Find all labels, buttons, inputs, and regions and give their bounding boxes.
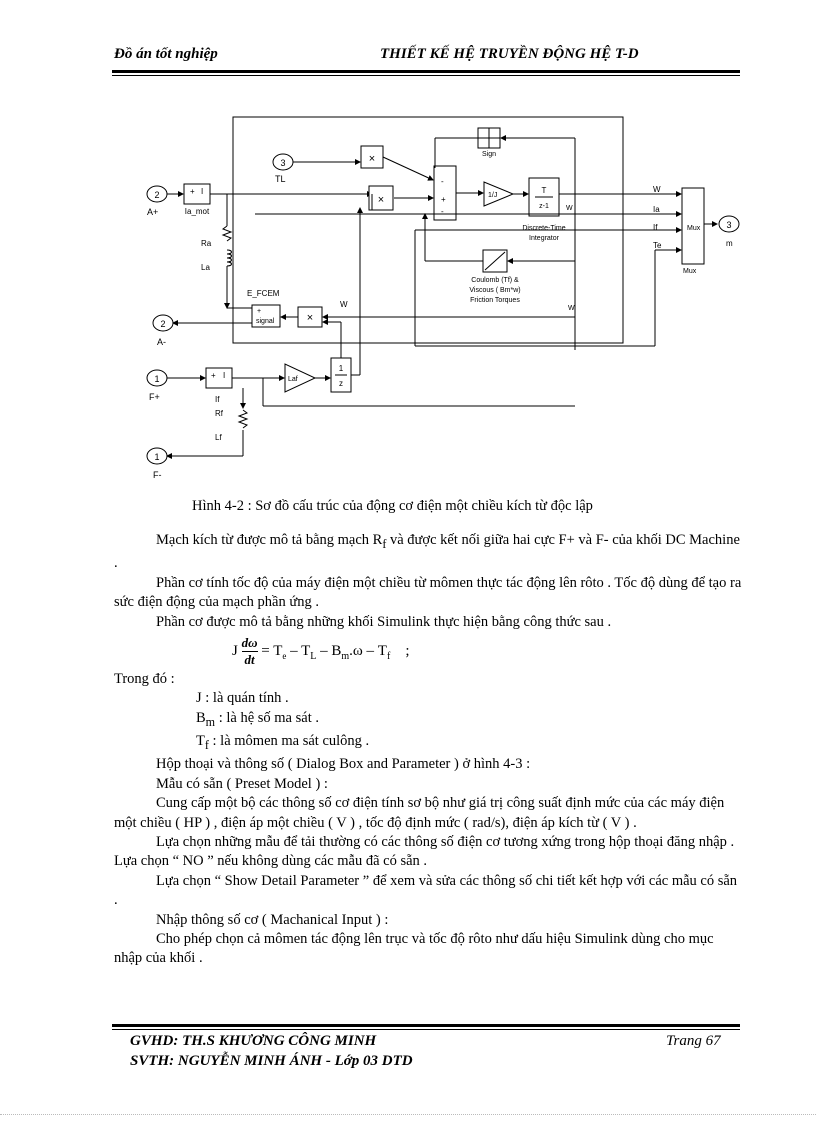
svg-text:m: m <box>726 239 733 248</box>
port-a-plus: 2 A+ <box>146 185 168 217</box>
equation: J dω dt = Te – TL – Bm.ω – Tf ; <box>232 634 410 667</box>
mux-block <box>681 187 705 265</box>
svg-text:I: I <box>201 187 203 196</box>
if-block <box>205 367 233 389</box>
svg-text:A-: A- <box>157 337 166 347</box>
svg-text:Mux: Mux <box>683 268 697 275</box>
svg-text:Integrator: Integrator <box>529 235 560 242</box>
e-fcem-label: E_FCEM <box>247 289 280 298</box>
paragraph-4: Trong đó : <box>114 670 175 687</box>
page-number: Trang 67 <box>666 1033 721 1049</box>
ra-label: Ra <box>201 239 212 248</box>
w-label-1: W <box>340 300 348 309</box>
paragraph-1: Mạch kích từ được mô tả bằng mạch Rf và … <box>114 532 740 572</box>
definition-j: J : là quán tính . <box>196 690 289 707</box>
svg-text:2: 2 <box>154 190 159 200</box>
paragraph-10: Nhập thông số cơ ( Machanical Input ) : <box>156 911 389 928</box>
port-tl: 3 TL <box>272 153 294 184</box>
svg-text:×: × <box>378 194 384 206</box>
footer-rule-thin <box>112 1029 740 1030</box>
paragraph-9: Lựa chọn “ Show Detail Parameter ” để xe… <box>114 872 738 909</box>
paragraph-3: Phần cơ được mô tả bằng những khối Simul… <box>156 613 612 630</box>
svg-text:1: 1 <box>154 374 159 384</box>
paragraph-2: Phần cơ tính tốc độ của máy điện một chi… <box>114 574 742 611</box>
product-block-te <box>368 185 394 211</box>
svg-text:3: 3 <box>280 158 285 168</box>
svg-text:+: + <box>211 371 216 380</box>
svg-text:F+: F+ <box>149 392 160 402</box>
svg-text:+: + <box>257 308 261 315</box>
gain-laf <box>284 363 317 393</box>
svg-text:z: z <box>339 379 343 388</box>
header-left: Đồ án tốt nghiệp <box>114 46 218 62</box>
mux-te-label: Te <box>653 241 662 250</box>
svg-text:Discrete-Time: Discrete-Time <box>522 225 565 232</box>
svg-text:×: × <box>307 312 313 324</box>
svg-text:z-1: z-1 <box>539 203 549 210</box>
footer-svth: SVTH: NGUYỄN MINH ÁNH - Lớp 03 DTD <box>130 1053 413 1069</box>
header-rule-thick <box>112 70 740 73</box>
svg-text:-: - <box>441 177 444 186</box>
paragraph-6: Mẫu có sẵn ( Preset Model ) : <box>156 775 328 792</box>
svg-text:+: + <box>441 195 446 204</box>
svg-text:Mux: Mux <box>687 225 701 232</box>
svg-text:A+: A+ <box>147 207 158 217</box>
svg-text:2: 2 <box>160 319 165 329</box>
svg-text:If: If <box>215 395 220 404</box>
svg-text:Laf: Laf <box>288 376 298 383</box>
svg-text:1/J: 1/J <box>488 192 497 199</box>
definition-tf: Tf : là mômen ma sát culông . <box>196 733 370 752</box>
svg-text:-: - <box>441 207 444 216</box>
svg-text:Coulomb (Tf) &: Coulomb (Tf) & <box>471 277 519 284</box>
svg-text:Viscous ( Bm*w): Viscous ( Bm*w) <box>469 287 520 294</box>
mux-if-label: If <box>653 223 658 232</box>
svg-text:3: 3 <box>726 220 731 230</box>
port-f-plus: 1 F+ <box>146 369 168 402</box>
header-right: THIẾT KẾ HỆ TRUYỀN ĐỘNG HỆ T-D <box>380 46 639 62</box>
lf-label: Lf <box>215 433 222 442</box>
ia-mot-label: Ia_mot <box>185 207 210 216</box>
mux-ia-label: Ia <box>653 205 660 214</box>
body-text: Mạch kích từ được mô tả bằng mạch Rf và … <box>114 531 744 969</box>
svg-text:×: × <box>369 153 375 165</box>
rf-label: Rf <box>215 409 224 418</box>
footer-gvhd: GVHD: TH.S KHƯƠNG CÔNG MINH <box>130 1033 377 1049</box>
ia-mot-block <box>183 183 211 205</box>
header-rule-thin <box>112 75 740 76</box>
figure-caption: Hình 4-2 : Sơ đồ cấu trúc của động cơ đi… <box>192 498 593 514</box>
svg-text:TL: TL <box>275 174 286 184</box>
mux-w-label: W <box>653 185 661 194</box>
svg-text:1: 1 <box>154 452 159 462</box>
paragraph-7: Cung cấp một bộ các thông số cơ điện tín… <box>114 795 725 831</box>
paragraph-5: Hộp thoại và thông số ( Dialog Box and P… <box>156 756 531 773</box>
w-label-3: W <box>568 305 575 312</box>
svg-text:Sign: Sign <box>482 151 496 158</box>
la-label: La <box>201 263 210 272</box>
footer-rule-thick <box>112 1024 740 1027</box>
svg-text:T: T <box>542 186 547 195</box>
port-f-minus: 1 F- <box>146 447 168 480</box>
svg-text:I: I <box>223 371 225 380</box>
svg-text:1: 1 <box>339 364 344 373</box>
svg-text:+: + <box>190 187 195 196</box>
w-label-2: W <box>566 205 573 212</box>
svg-text:signal: signal <box>256 318 275 325</box>
definition-bm: Bm : là hệ số ma sát . <box>196 709 319 729</box>
paragraph-11: Cho phép chọn cả mômen tác động lên trục… <box>114 930 714 967</box>
sum-block <box>433 165 457 221</box>
svg-text:F-: F- <box>153 470 162 480</box>
port-m: 3 m <box>718 215 740 248</box>
paragraph-8: Lựa chọn những mẫu để tải thường có các … <box>114 833 735 870</box>
svg-text:Friction Torques: Friction Torques <box>470 297 520 304</box>
port-a-minus: 2 A- <box>152 314 174 347</box>
gain-1-over-j <box>483 181 515 207</box>
simulink-dc-machine-diagram: 2 A+ + I Ia_mot Ra La E_FCEM + signal 2 … <box>146 116 740 480</box>
page-bottom-border <box>0 1114 816 1115</box>
